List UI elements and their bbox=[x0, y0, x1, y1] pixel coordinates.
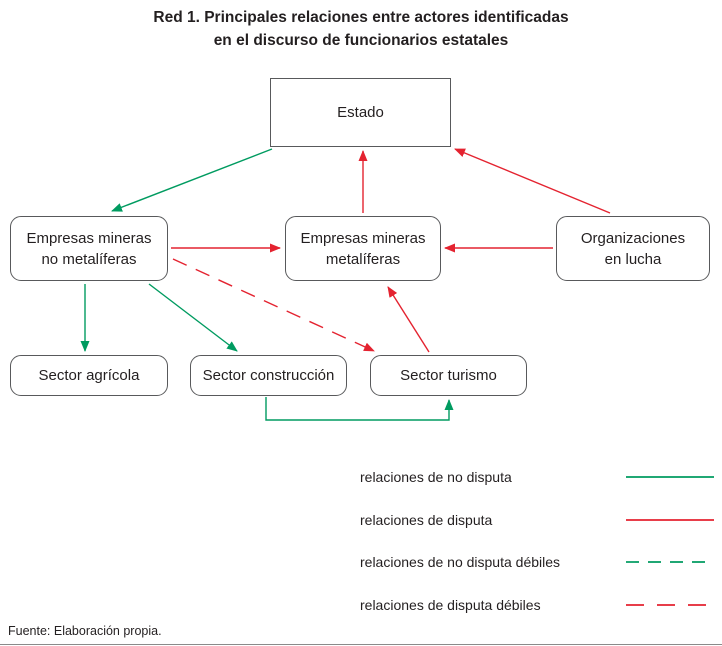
figure-title-line2: en el discurso de funcionarios estatales bbox=[213, 32, 509, 49]
legend-row-no-disputa-debiles: relaciones de no disputa débiles bbox=[360, 541, 714, 584]
node-sector-turismo: Sector turismo bbox=[370, 355, 527, 396]
legend-line-red-solid-icon bbox=[626, 518, 714, 521]
edge-organizaciones-to-estado bbox=[454, 148, 611, 214]
node-org-line1: Organizaciones bbox=[580, 229, 686, 247]
legend-row-disputa-debiles: relaciones de disputa débiles bbox=[360, 584, 714, 627]
node-emn-line1: Empresas mineras bbox=[26, 229, 152, 247]
legend-label-disputa: relaciones de disputa bbox=[360, 511, 493, 528]
node-emm-line1: Empresas mineras bbox=[300, 229, 426, 247]
node-estado: Estado bbox=[270, 78, 451, 147]
legend-line-red-dashed-icon bbox=[626, 603, 714, 606]
legend-row-disputa: relaciones de disputa bbox=[360, 499, 714, 542]
node-sector-agricola: Sector agrícola bbox=[10, 355, 168, 396]
figure-title: Red 1. Principales relaciones entre acto… bbox=[0, 6, 722, 52]
node-organizaciones-en-lucha: Organizaciones en lucha bbox=[556, 216, 710, 281]
legend: relaciones de no disputa relaciones de d… bbox=[360, 456, 714, 626]
node-empresas-mineras-metaliferas: Empresas mineras metalíferas bbox=[285, 216, 441, 281]
node-construccion-label: Sector construcción bbox=[202, 367, 335, 384]
edge-estado-to-mineras-no-metaliferas bbox=[111, 148, 273, 212]
legend-line-green-solid-icon bbox=[626, 476, 714, 479]
source-note: Fuente: Elaboración propia. bbox=[8, 624, 162, 638]
bottom-divider bbox=[0, 644, 722, 645]
node-agricola-label: Sector agrícola bbox=[38, 367, 140, 384]
edge-turismo-to-metaliferas bbox=[387, 286, 430, 353]
node-turismo-label: Sector turismo bbox=[400, 367, 497, 384]
legend-line-green-dashed-icon bbox=[626, 561, 714, 564]
node-empresas-mineras-no-metaliferas: Empresas mineras no metalíferas bbox=[10, 216, 168, 281]
legend-label-disputa-debiles: relaciones de disputa débiles bbox=[360, 596, 541, 613]
node-org-line2: en lucha bbox=[604, 250, 662, 268]
legend-label-no-disputa: relaciones de no disputa bbox=[360, 469, 512, 486]
node-emn-line2: no metalíferas bbox=[41, 250, 137, 268]
edge-construccion-to-turismo bbox=[265, 397, 454, 421]
node-sector-construccion: Sector construcción bbox=[190, 355, 347, 396]
legend-label-no-disputa-debiles: relaciones de no disputa débiles bbox=[360, 554, 561, 571]
node-emm-line2: metalíferas bbox=[325, 250, 401, 268]
figure-title-line1: Red 1. Principales relaciones entre acto… bbox=[153, 9, 569, 26]
legend-row-no-disputa: relaciones de no disputa bbox=[360, 456, 714, 499]
node-estado-label: Estado bbox=[337, 104, 384, 121]
edge-no-metaliferas-to-construccion bbox=[148, 283, 238, 352]
